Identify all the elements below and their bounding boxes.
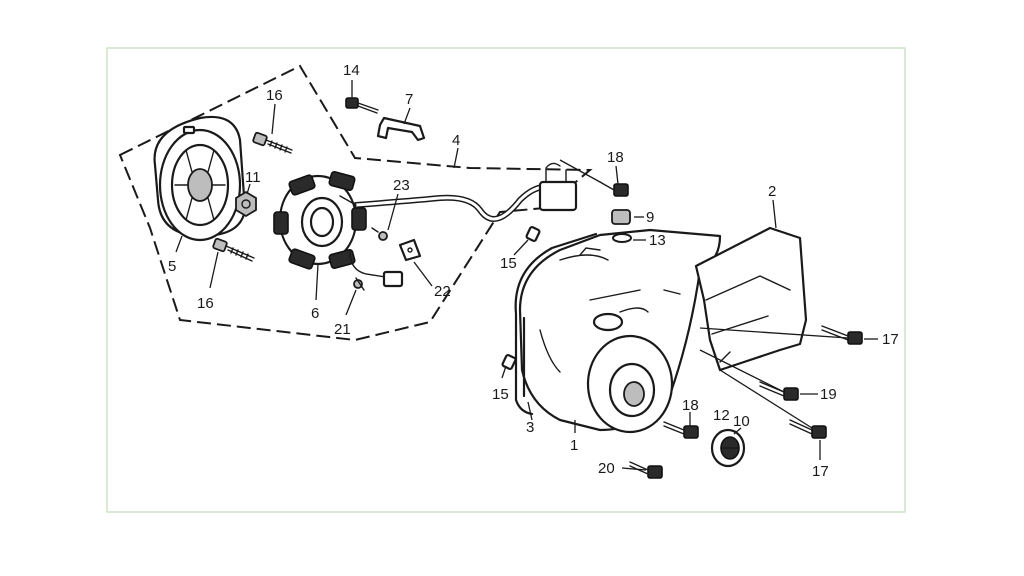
oring-13-part xyxy=(612,233,632,243)
callout-1: 1 xyxy=(570,437,578,454)
crankcase-cover-part xyxy=(518,228,722,434)
callout-9: 9 xyxy=(646,209,654,226)
bolt-18-lower-part xyxy=(663,421,699,439)
callout-4: 4 xyxy=(452,132,460,149)
clamp-part xyxy=(398,238,422,262)
callout-11: 11 xyxy=(245,169,261,186)
bolt-18-upper-part xyxy=(599,181,629,197)
callout-22: 22 xyxy=(434,283,451,300)
callout-3: 3 xyxy=(526,419,534,436)
callout-15-upper: 15 xyxy=(500,255,517,272)
pickup-coil-part xyxy=(349,251,404,291)
callout-17-upper: 17 xyxy=(882,331,899,348)
callout-7: 7 xyxy=(405,91,413,108)
callouts: 1 2 3 4 5 6 7 9 10 11 12 13 14 15 15 16 … xyxy=(168,62,899,480)
bolt-19-part xyxy=(759,381,799,401)
flywheel-part xyxy=(153,115,247,242)
stator-part xyxy=(273,171,367,270)
gasket-part xyxy=(514,232,598,416)
callout-21: 21 xyxy=(334,321,351,338)
assembly-guide-lines xyxy=(559,159,849,429)
callout-13: 13 xyxy=(649,232,666,249)
shroud-part xyxy=(694,226,808,372)
dowel-pin-lower-part xyxy=(501,354,517,370)
bolt-lower-part xyxy=(212,237,255,262)
callout-23: 23 xyxy=(393,177,410,194)
cap-9-part xyxy=(611,209,631,225)
dowel-pin-upper-part xyxy=(525,226,541,242)
wire-harness-part xyxy=(339,162,578,222)
bolt-20-part xyxy=(629,461,663,479)
small-screw-part xyxy=(371,227,388,241)
callout-14: 14 xyxy=(343,62,360,79)
group-outline-dashed xyxy=(118,64,593,342)
callout-5: 5 xyxy=(168,258,176,275)
callout-6: 6 xyxy=(311,305,319,322)
bracket-7-part xyxy=(376,116,426,142)
callout-15-lower: 15 xyxy=(492,386,509,403)
bolt-upper-part xyxy=(252,131,293,154)
callout-18-upper: 18 xyxy=(607,149,624,166)
callout-17-lower: 17 xyxy=(812,463,829,480)
bolt-17-upper-part xyxy=(821,325,863,345)
plug-10-12-part xyxy=(710,428,746,468)
bolt-14-part xyxy=(345,97,379,114)
callout-16-lower: 16 xyxy=(197,295,214,312)
callout-2: 2 xyxy=(768,183,776,200)
callout-20: 20 xyxy=(598,460,615,477)
callout-10: 10 xyxy=(733,413,750,430)
bolt-17-lower-part xyxy=(789,419,827,439)
diagram-frame xyxy=(106,47,906,513)
callout-19: 19 xyxy=(820,386,837,403)
callout-16-upper: 16 xyxy=(266,87,283,104)
nut-part xyxy=(235,190,257,218)
callout-18-lower: 18 xyxy=(682,397,699,414)
callout-12: 12 xyxy=(713,407,730,424)
